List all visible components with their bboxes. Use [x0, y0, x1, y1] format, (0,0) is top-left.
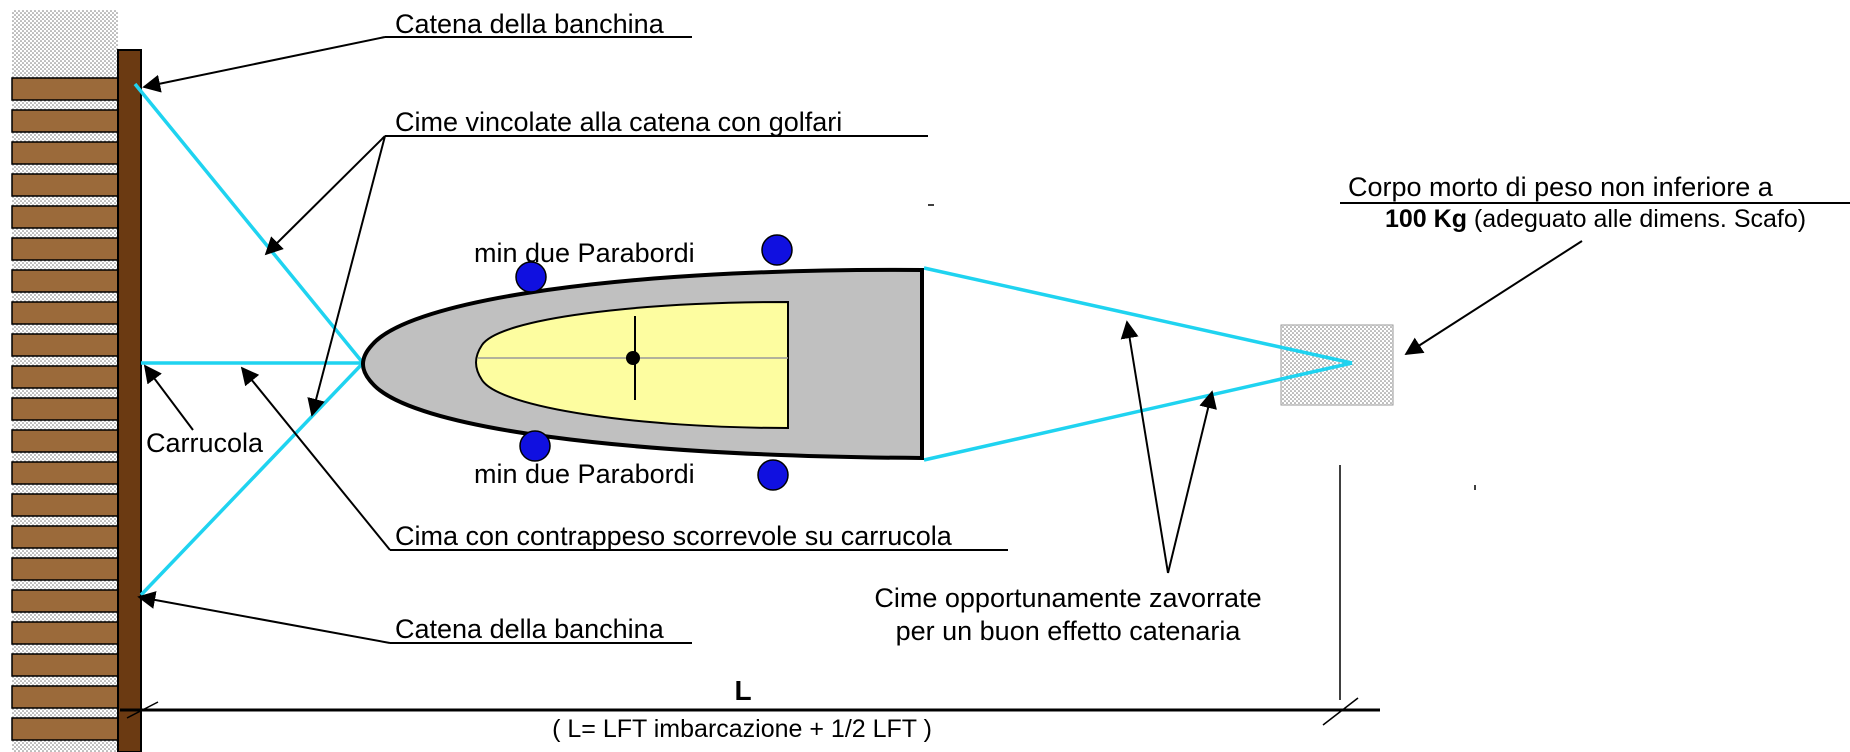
length-dimension: [120, 465, 1380, 726]
quay-brick: [11, 461, 119, 485]
arrow-pulley: [143, 364, 194, 431]
label-pulley: Carrucola: [146, 428, 264, 458]
bow-line-upper: [133, 82, 365, 365]
quay-brick: [11, 173, 119, 197]
quay-bricks: [11, 77, 119, 741]
label-lines-bound: Cime vincolate alla catena con golfari: [395, 107, 842, 137]
quay-brick: [11, 205, 119, 229]
arrow-chain-top: [142, 36, 386, 93]
fender-top-left: [515, 261, 547, 293]
label-ballasted-1: Cime opportunamente zavorrate: [874, 583, 1261, 613]
label-counterweight-line: Cima con contrappeso scorrevole su carru…: [395, 521, 953, 551]
quay-brick: [11, 77, 119, 101]
quay-brick: [11, 141, 119, 165]
dock-post: [117, 49, 142, 752]
quay-brick: [11, 589, 119, 613]
quay-brick: [11, 397, 119, 421]
arrow-counterweight: [240, 366, 391, 551]
quay-brick: [11, 269, 119, 293]
quay-brick: [11, 333, 119, 357]
label-deadweight-bold: 100 Kg: [1385, 205, 1467, 233]
label-chain-bottom: Catena della banchina: [395, 614, 665, 644]
label-length-symbol: L: [734, 675, 751, 706]
stern-line-lower: [923, 361, 1353, 462]
arrow-ballasted-1: [1120, 320, 1169, 574]
boat-deck: [475, 300, 789, 430]
bow-line-lower: [139, 361, 365, 597]
quay-brick: [11, 365, 119, 389]
quay-brick: [11, 653, 119, 677]
quay-brick: [11, 429, 119, 453]
label-length-formula: ( L= LFT imbarcazione + 1/2 LFT ): [552, 715, 932, 743]
label-deadweight-rest: (adeguato alle dimens. Scafo): [1467, 205, 1806, 233]
mooring-lines: [133, 82, 1353, 597]
quay-brick: [11, 717, 119, 741]
label-deadweight-2: 100 Kg (adeguato alle dimens. Scafo): [1385, 205, 1806, 233]
quay-brick: [11, 685, 119, 709]
boat-mast: [626, 351, 640, 365]
quay-brick: [11, 525, 119, 549]
quay-brick: [11, 109, 119, 133]
arrow-chain-bottom: [137, 591, 391, 644]
arrow-deadweight: [1404, 240, 1583, 355]
arrow-lines-bound-2: [307, 135, 386, 417]
label-ballasted-2: per un buon effetto catenaria: [896, 616, 1242, 646]
label-fenders-top: min due Parabordi: [474, 238, 695, 268]
fender-bottom-left: [519, 430, 551, 462]
quay-brick: [11, 301, 119, 325]
label-fenders-bottom: min due Parabordi: [474, 459, 695, 489]
quay-brick: [11, 493, 119, 517]
quay-brick: [11, 557, 119, 581]
arrow-ballasted-2: [1167, 390, 1217, 574]
arrows: [137, 36, 1583, 644]
label-chain-top: Catena della banchina: [395, 9, 665, 39]
quay-brick: [11, 237, 119, 261]
label-deadweight-1: Corpo morto di peso non inferiore a: [1348, 172, 1774, 202]
fender-bottom-right: [757, 459, 789, 491]
fender-top-right: [761, 234, 793, 266]
quay-brick: [11, 621, 119, 645]
arrow-lines-bound-1: [264, 135, 386, 256]
stern-line-upper: [923, 266, 1353, 365]
callout-lines: [385, 36, 1850, 644]
